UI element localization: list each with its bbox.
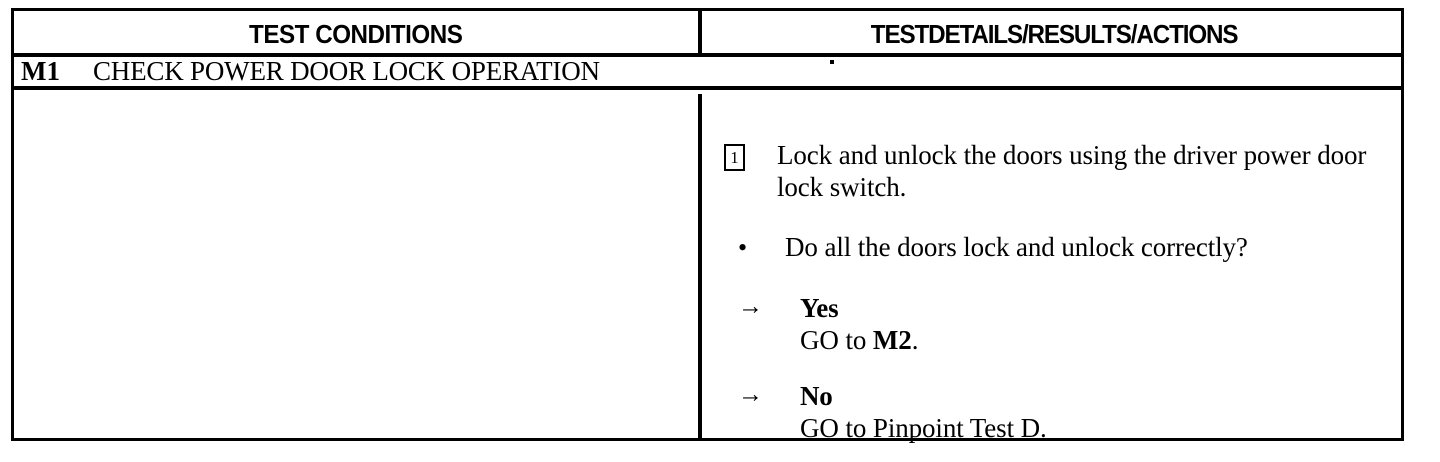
- header-label-test-conditions: TEST CONDITIONS: [249, 19, 463, 49]
- step-instruction-text: Lock and unlock the doors using the driv…: [777, 140, 1367, 202]
- header-column-divider: [698, 11, 702, 57]
- table-header-row: TEST CONDITIONS TESTDETAILS/RESULTS/ACTI…: [14, 11, 1401, 57]
- branch-yes-body: Yes GO to M2.: [800, 293, 918, 356]
- arrow-right-icon: →: [738, 293, 763, 320]
- test-question-text: Do all the doors lock and unlock correct…: [785, 232, 1248, 262]
- test-conditions-cell: [14, 94, 698, 438]
- test-step-1: 1 Lock and unlock the doors using the dr…: [724, 140, 1394, 203]
- body-column-divider: [698, 94, 702, 438]
- branch-yes-action-target: M2: [872, 324, 912, 355]
- header-label-test-details: TESTDETAILS/RESULTS/ACTIONS: [871, 19, 1239, 49]
- step-number-box: 1: [724, 144, 745, 171]
- branch-yes-label: Yes: [800, 293, 839, 323]
- branch-no-action: GO to Pinpoint Test D.: [800, 413, 1047, 443]
- test-details-cell: 1 Lock and unlock the doors using the dr…: [702, 94, 1407, 443]
- header-cell-test-details: TESTDETAILS/RESULTS/ACTIONS: [702, 11, 1407, 57]
- branch-no-body: No GO to Pinpoint Test D.: [800, 381, 1047, 444]
- branch-no-action-prefix: GO to Pinpoint Test D.: [800, 412, 1047, 443]
- branch-no: → No GO to Pinpoint Test D.: [738, 381, 1388, 444]
- test-question-bullet: • Do all the doors lock and unlock corre…: [738, 232, 1388, 264]
- scan-artifact-speck: [830, 60, 834, 64]
- branch-no-label: No: [800, 381, 833, 411]
- test-title-text: CHECK POWER DOOR LOCK OPERATION: [92, 57, 600, 86]
- test-title-row: M1 CHECK POWER DOOR LOCK OPERATION: [14, 57, 1401, 90]
- branch-yes-action: GO to M2.: [800, 325, 918, 355]
- branch-yes-action-suffix: .: [911, 324, 919, 355]
- branch-yes: → Yes GO to M2.: [738, 293, 1388, 356]
- table-body-row: 1 Lock and unlock the doors using the dr…: [14, 94, 1401, 443]
- header-cell-test-conditions: TEST CONDITIONS: [14, 11, 698, 57]
- branch-yes-action-prefix: GO to: [800, 324, 873, 355]
- pinpoint-test-table: TEST CONDITIONS TESTDETAILS/RESULTS/ACTI…: [11, 8, 1404, 443]
- bullet-dot-icon: •: [738, 233, 748, 262]
- test-code-m1: M1: [21, 57, 60, 86]
- arrow-right-icon: →: [738, 381, 763, 408]
